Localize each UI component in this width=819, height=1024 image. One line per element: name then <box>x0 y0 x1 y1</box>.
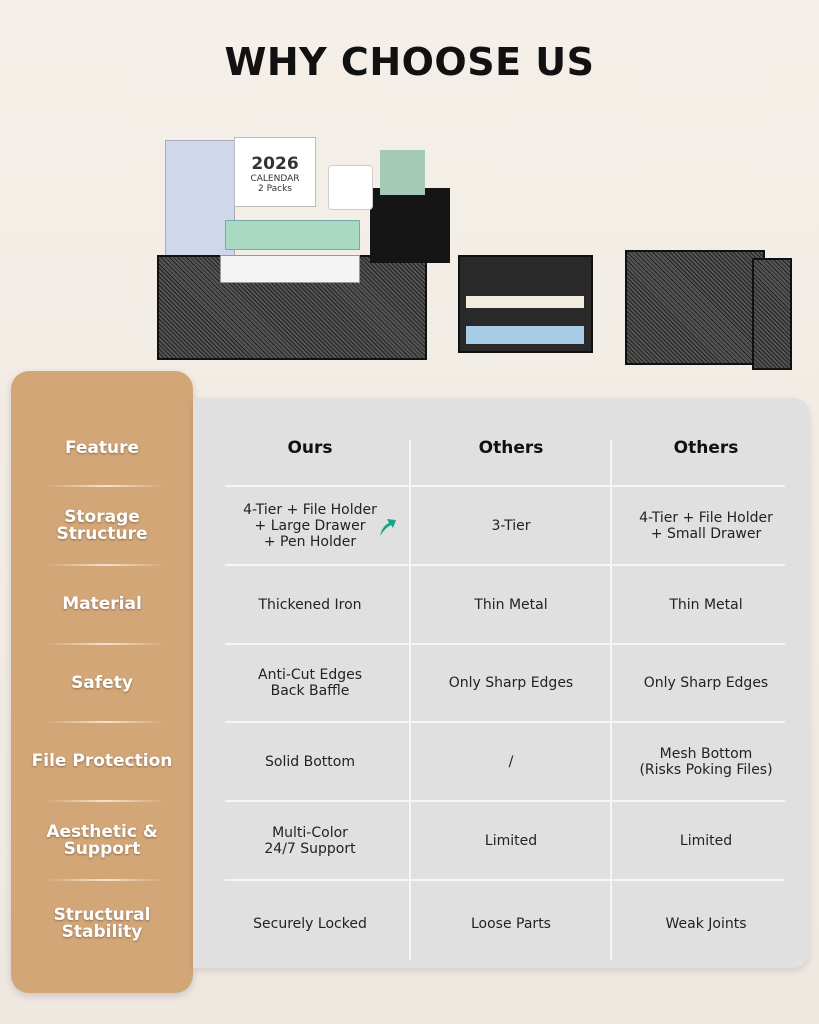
table-cell: Thin Metal <box>474 596 548 613</box>
header-ours: Ours <box>287 438 333 458</box>
row-divider <box>225 721 785 723</box>
table-cell: Mesh Bottom (Risks Poking Files) <box>639 745 773 778</box>
column-divider <box>409 440 411 960</box>
calendar-year: 2026 <box>251 154 299 174</box>
divider <box>45 643 165 645</box>
row-divider <box>225 643 785 645</box>
table-cell: Thin Metal <box>669 596 743 613</box>
table-cell: Only Sharp Edges <box>448 675 574 691</box>
header-others: Others <box>673 438 739 458</box>
feature-label: Structural Stability <box>53 905 151 942</box>
table-cell: Limited <box>484 832 538 849</box>
table-cell: Securely Locked <box>253 916 367 932</box>
column-divider <box>610 440 612 960</box>
divider <box>45 485 165 487</box>
divider <box>45 800 165 802</box>
feature-label: Storage Structure <box>56 506 148 544</box>
up-arrow-icon <box>378 514 398 538</box>
feature-label: Aesthetic & Support <box>46 821 158 859</box>
header-others: Others <box>478 438 544 458</box>
table-cell: Limited <box>679 832 733 849</box>
table-cell: Multi-Color 24/7 Support <box>264 824 356 857</box>
table-cell: Anti-Cut Edges Back Baffle <box>258 667 362 699</box>
table-cell: 4-Tier + File Holder + Small Drawer <box>639 509 773 542</box>
table-cell: 4-Tier + File Holder + Large Drawer + Pe… <box>243 501 377 550</box>
table-cell: Weak Joints <box>665 916 747 932</box>
row-divider <box>225 564 785 566</box>
row-divider <box>225 879 785 881</box>
divider <box>45 721 165 723</box>
table-cell: Loose Parts <box>471 916 551 932</box>
feature-label: File Protection <box>31 751 173 771</box>
feature-column-panel <box>11 371 193 993</box>
table-cell: 3-Tier <box>491 517 531 534</box>
calendar-label: CALENDAR <box>250 174 300 184</box>
feature-label: Material <box>62 594 142 614</box>
row-divider <box>225 800 785 802</box>
table-cell: Thickened Iron <box>258 596 362 613</box>
feature-label: Safety <box>71 672 133 693</box>
table-cell: Only Sharp Edges <box>643 675 769 691</box>
table-cell: / <box>508 753 514 770</box>
page-title: WHY CHOOSE US <box>224 40 595 84</box>
divider <box>45 564 165 566</box>
row-divider <box>225 485 785 487</box>
table-cell: Solid Bottom <box>265 753 355 770</box>
divider <box>45 879 165 881</box>
comparison-table <box>193 398 809 968</box>
feature-header: Feature <box>64 437 140 458</box>
calendar-packs: 2 Packs <box>258 184 292 194</box>
